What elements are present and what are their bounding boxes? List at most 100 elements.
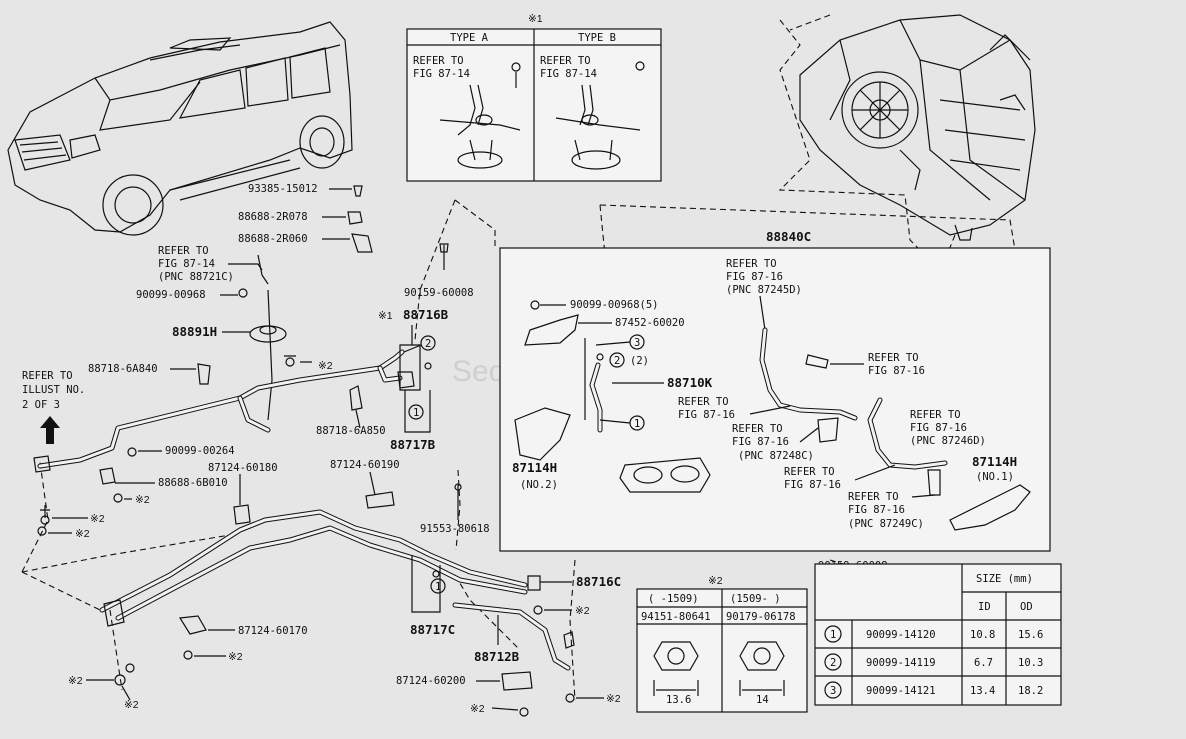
assy-refer4-line2: FIG 87-16 [732,436,789,448]
size-row-part: 90099-14120 [866,629,936,641]
size-row-num: 3 [830,685,836,697]
size-row-od: 10.3 [1018,657,1043,669]
nut-table-marker: ※2 [708,575,723,587]
x2-marker-f: ※2 [68,675,83,687]
part-87114h-a: 87114H [512,460,557,475]
x2-marker-b: ※2 [90,513,105,525]
size-od-head: OD [1020,601,1033,613]
assy-refer7-line2: FIG 87-16 [848,504,905,516]
size-id-head: ID [978,601,991,613]
type-a-refer: REFER TO [413,55,464,67]
svg-text:2: 2 [614,355,620,367]
vehicle-illustration [7,21,353,236]
assy-refer3-line1: REFER TO [678,396,729,408]
svg-text:3: 3 [634,337,640,349]
x1-marker: ※1 [378,310,393,322]
hvac-unit-illustration [799,14,1036,241]
assy-refer5-line3: (PNC 87246D) [910,435,986,447]
part-87124-60170: 87124-60170 [238,625,308,637]
size-row-id: 13.4 [970,685,995,697]
assy-refer6-line2: FIG 87-16 [784,479,841,491]
left-parts: 93385-15012 88688-2R078 88688-2R060 REFE… [88,183,386,437]
type-b-label: TYPE B [578,32,616,44]
part-87114h-b: 87114H [972,454,1017,469]
assy-refer4-line1: REFER TO [732,423,783,435]
assy-refer1-line1: REFER TO [726,258,777,270]
inset-type-ab: ※1 TYPE A TYPE B REFER TO FIG 87-14 REFE… [406,13,662,182]
refer-illust-line1: REFER TO [22,370,73,382]
x2-marker-c: ※2 [75,528,90,540]
inset-marker: ※1 [528,13,543,25]
part-87124-60190: 87124-60190 [330,459,400,471]
svg-text:1: 1 [634,418,640,430]
assy-refer7-line1: REFER TO [848,491,899,503]
size-row: 1 90099-14120 10.8 15.6 [824,625,1043,643]
type-b-fig: FIG 87-14 [540,68,597,80]
size-row-part: 90099-14119 [866,657,936,669]
type-a-sketch [439,62,521,169]
x2-marker-h: ※2 [470,703,485,715]
nut-col1-head: ( -1509) [648,593,699,605]
part-88716c: 88716C [576,574,621,589]
nut-hex-2 [739,641,785,671]
leader-lines [21,14,1016,701]
refer-illust-line3: 2 OF 3 [22,399,60,411]
part-90159-60008-a: 90159-60008 [404,287,474,299]
part-87124-60200: 87124-60200 [396,675,466,687]
assy-refer1-line3: (PNC 87245D) [726,284,802,296]
nut-col2-head: (1509- ) [730,593,781,605]
nut-col2-dim: 14 [756,694,769,706]
size-row-od: 15.6 [1018,629,1043,641]
size-table: SIZE (mm) ID OD 1 90099-14120 10.8 15.6 … [814,563,1062,706]
type-b-sketch [555,61,645,170]
x2-marker-a: ※2 [318,360,333,372]
type-b-refer: REFER TO [540,55,591,67]
size-row-od: 18.2 [1018,685,1043,697]
assy-refer7-line3: (PNC 87249C) [848,518,924,530]
refer1-line2: FIG 87-14 [158,258,215,270]
nut-col2-part: 90179-06178 [726,611,796,623]
part-93385: 93385-15012 [248,183,318,195]
part-88688-6b010: 88688-6B010 [158,477,228,489]
assy-refer2-line1: REFER TO [868,352,919,364]
part-88710k: 88710K [667,375,713,390]
svg-text:1: 1 [413,407,419,419]
x2-marker-e: ※2 [228,651,243,663]
part-90099-00968-5: 90099-00968(5) [570,299,659,311]
part-90099-00264: 90099-00264 [165,445,235,457]
nut-col1-part: 94151-80641 [641,611,711,623]
refrigerant-pipes [37,344,571,671]
assy-refer6-line1: REFER TO [784,466,835,478]
size-row-id: 6.7 [974,657,993,669]
nut-table: ※2 ( -1509) (1509- ) 94151-80641 90179-0… [636,575,808,713]
assy-refer1-line2: FIG 87-16 [726,271,783,283]
no1-label: (NO.1) [976,471,1014,483]
left-clamps: ※2 ※2 90099-00264 88688-6B010 ※2 87124-6… [33,445,400,711]
part-88688-2r060: 88688-2R060 [238,233,308,245]
center-callouts: ※1 88716B 2 1 88717B 90159-60008 91553-8… [378,243,621,717]
part-88891h: 88891H [172,324,217,339]
up-arrow-icon [40,416,60,444]
part-88716b: 88716B [403,307,449,322]
part-88840c: 88840C [766,229,811,244]
nut-col1-dim: 13.6 [666,694,691,706]
part-88688-2r078: 88688-2R078 [238,211,308,223]
part-88718-6a850: 88718-6A850 [316,425,386,437]
part-90099-00968: 90099-00968 [136,289,206,301]
size-row-id: 10.8 [970,629,995,641]
assy-refer3-line2: FIG 87-16 [678,409,735,421]
type-a-fig: FIG 87-14 [413,68,470,80]
size-row: 2 90099-14119 6.7 10.3 [824,653,1043,671]
size-row: 3 90099-14121 13.4 18.2 [824,681,1043,699]
refer-illust: REFER TO ILLUST NO. 2 OF 3 [22,370,85,444]
part-88712b: 88712B [474,649,520,664]
part-88718-6a840: 88718-6A840 [88,363,158,375]
svg-text:1: 1 [435,581,441,593]
refer1-line3: (PNC 88721C) [158,271,234,283]
x2-marker-d: ※2 [135,494,150,506]
assy-refer5-line2: FIG 87-16 [910,422,967,434]
x2-marker-i: ※2 [575,605,590,617]
assy-refer4-line3: (PNC 87248C) [738,450,814,462]
